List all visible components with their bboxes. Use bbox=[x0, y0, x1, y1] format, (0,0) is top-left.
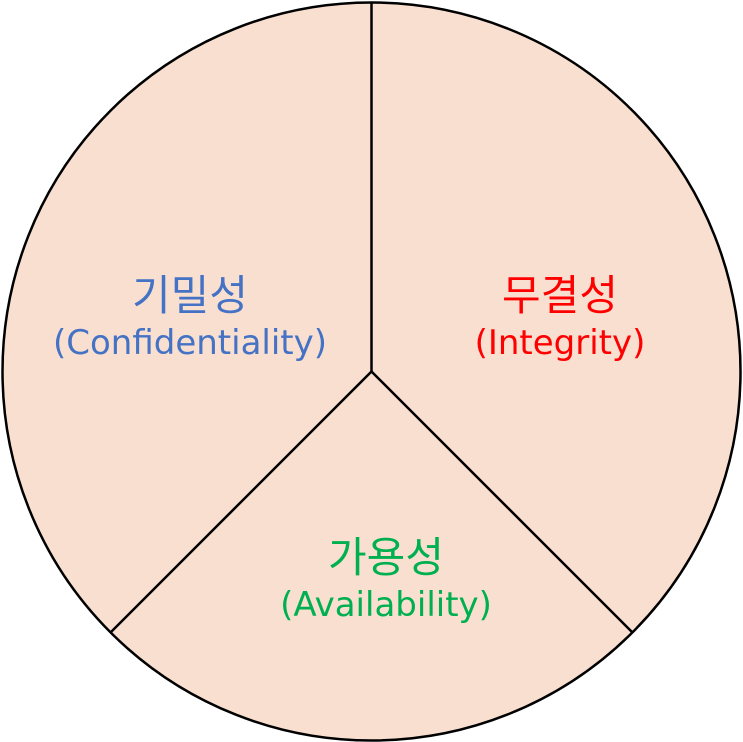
segment-integrity-korean: 무결성 bbox=[502, 271, 618, 320]
segment-availability: 가용성 (Availability) bbox=[280, 533, 492, 626]
divider-lower-right bbox=[370, 370, 633, 633]
divider-lower-left bbox=[110, 370, 373, 633]
segment-integrity-english: (Integrity) bbox=[474, 323, 646, 364]
segment-confidentiality-english: (Confidentiality) bbox=[52, 323, 328, 364]
segment-confidentiality-korean: 기밀성 bbox=[132, 271, 248, 320]
segment-availability-english: (Availability) bbox=[280, 585, 492, 626]
segment-integrity: 무결성 (Integrity) bbox=[474, 271, 646, 364]
segment-confidentiality: 기밀성 (Confidentiality) bbox=[52, 271, 328, 364]
segment-availability-korean: 가용성 bbox=[328, 533, 444, 582]
